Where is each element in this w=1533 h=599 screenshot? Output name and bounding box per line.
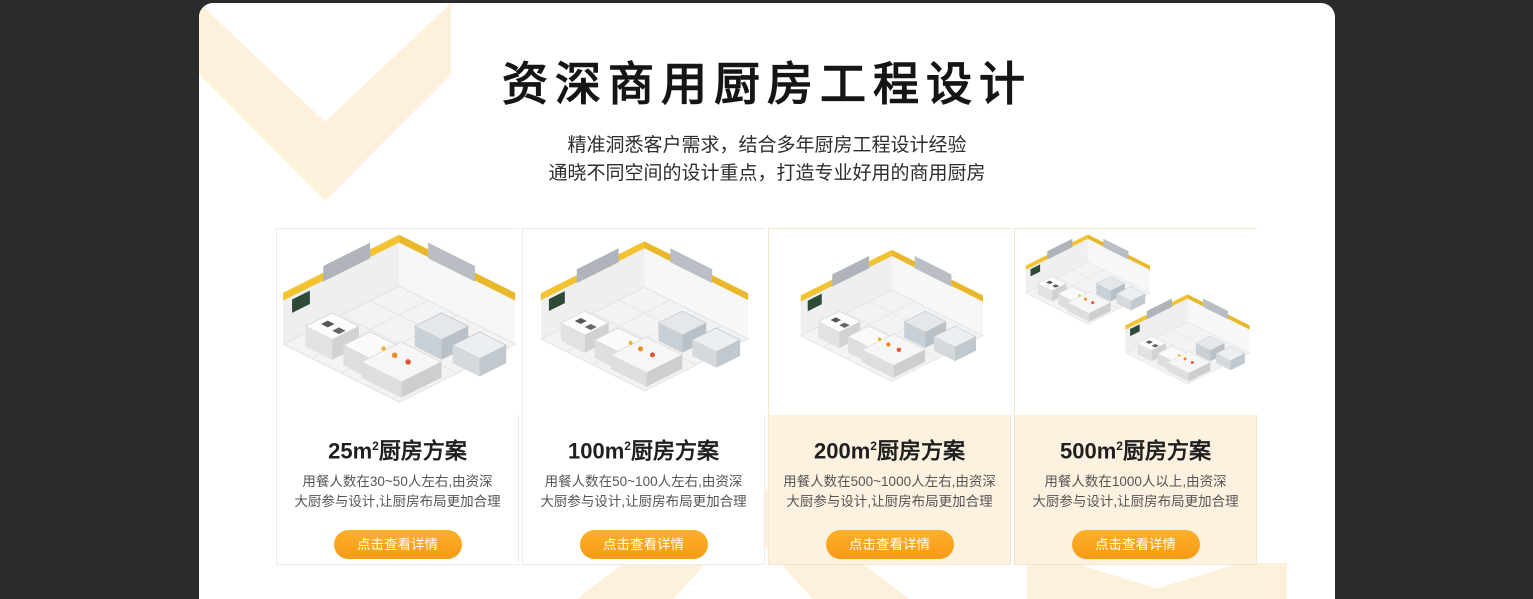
content-panel: 资深商用厨房工程设计 精准洞悉客户需求，结合多年厨房工程设计经验 通晓不同空间的… xyxy=(199,3,1335,599)
card-title: 25m2厨房方案 xyxy=(277,433,518,464)
card-title-suffix: 厨房方案 xyxy=(1122,437,1211,463)
card-description: 用餐人数在1000人以上,由资深 大厨参与设计,让厨房布局更加合理 xyxy=(1015,472,1256,512)
kitchen-render-image xyxy=(1015,228,1258,415)
kitchen-render-image xyxy=(523,228,766,415)
card-title: 100m2厨房方案 xyxy=(523,433,764,464)
page-subtitle: 精准洞悉客户需求，结合多年厨房工程设计经验 通晓不同空间的设计重点，打造专业好用… xyxy=(199,132,1335,188)
card-area-value: 500m xyxy=(1060,437,1117,463)
card-description: 用餐人数在50~100人左右,由资深 大厨参与设计,让厨房布局更加合理 xyxy=(523,472,764,512)
card-area-value: 100m xyxy=(568,437,625,463)
kitchen-plan-cards: 25m2厨房方案 用餐人数在30~50人左右,由资深 大厨参与设计,让厨房布局更… xyxy=(276,227,1258,565)
card-desc-line-1: 用餐人数在500~1000人左右,由资深 xyxy=(783,473,996,489)
kitchen-plan-card-500sqm[interactable]: 500m2厨房方案 用餐人数在1000人以上,由资深 大厨参与设计,让厨房布局更… xyxy=(1014,227,1258,565)
card-area-value: 25m xyxy=(328,437,373,463)
card-desc-line-1: 用餐人数在50~100人左右,由资深 xyxy=(544,473,743,489)
card-title-suffix: 厨房方案 xyxy=(630,437,719,463)
card-desc-line-2: 大厨参与设计,让厨房布局更加合理 xyxy=(786,493,993,509)
kitchen-plan-card-200sqm[interactable]: 200m2厨房方案 用餐人数在500~1000人左右,由资深 大厨参与设计,让厨… xyxy=(768,227,1012,565)
view-details-button[interactable]: 点击查看详情 xyxy=(333,529,462,559)
card-description: 用餐人数在500~1000人左右,由资深 大厨参与设计,让厨房布局更加合理 xyxy=(769,472,1010,512)
card-area-sup: 2 xyxy=(372,438,379,453)
view-details-button[interactable]: 点击查看详情 xyxy=(1071,529,1200,559)
card-title-suffix: 厨房方案 xyxy=(378,437,467,463)
kitchen-plan-card-100sqm[interactable]: 100m2厨房方案 用餐人数在50~100人左右,由资深 大厨参与设计,让厨房布… xyxy=(522,227,766,565)
card-area-sup: 2 xyxy=(624,438,631,453)
view-details-button[interactable]: 点击查看详情 xyxy=(825,529,954,559)
card-title: 200m2厨房方案 xyxy=(769,433,1010,464)
card-desc-line-1: 用餐人数在1000人以上,由资深 xyxy=(1044,473,1227,489)
card-title: 500m2厨房方案 xyxy=(1015,433,1256,464)
card-area-value: 200m xyxy=(814,437,871,463)
section-header: 资深商用厨房工程设计 精准洞悉客户需求，结合多年厨房工程设计经验 通晓不同空间的… xyxy=(199,3,1335,188)
card-desc-line-2: 大厨参与设计,让厨房布局更加合理 xyxy=(540,493,747,509)
card-desc-line-2: 大厨参与设计,让厨房布局更加合理 xyxy=(294,493,501,509)
deco-chevron-bottomright-icon xyxy=(1027,563,1287,599)
kitchen-render-image xyxy=(769,228,1012,415)
card-description: 用餐人数在30~50人左右,由资深 大厨参与设计,让厨房布局更加合理 xyxy=(277,472,518,512)
card-desc-line-1: 用餐人数在30~50人左右,由资深 xyxy=(302,473,493,489)
subtitle-line-1: 精准洞悉客户需求，结合多年厨房工程设计经验 xyxy=(567,134,967,156)
card-title-suffix: 厨房方案 xyxy=(876,437,965,463)
card-area-sup: 2 xyxy=(1116,438,1123,453)
page-title: 资深商用厨房工程设计 xyxy=(502,58,1032,110)
kitchen-render-image xyxy=(277,228,520,415)
card-desc-line-2: 大厨参与设计,让厨房布局更加合理 xyxy=(1032,493,1239,509)
subtitle-line-2: 通晓不同空间的设计重点，打造专业好用的商用厨房 xyxy=(548,162,986,184)
view-details-button[interactable]: 点击查看详情 xyxy=(579,529,708,559)
card-area-sup: 2 xyxy=(870,438,877,453)
kitchen-plan-card-25sqm[interactable]: 25m2厨房方案 用餐人数在30~50人左右,由资深 大厨参与设计,让厨房布局更… xyxy=(276,227,520,565)
